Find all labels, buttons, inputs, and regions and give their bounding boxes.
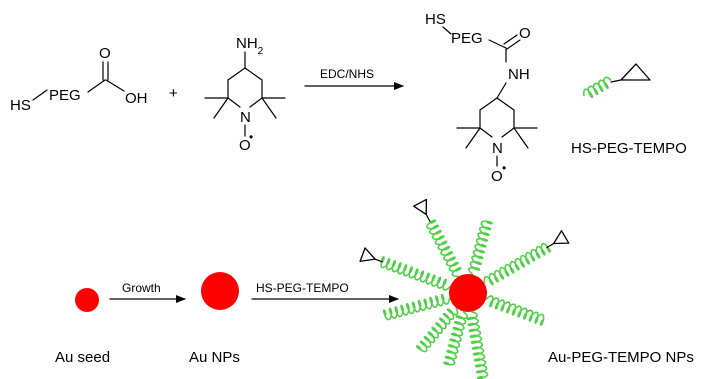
bond-double-b	[506, 39, 521, 50]
bond-line	[610, 79, 622, 83]
product-hs-peg-tempo: HS PEG O NH N O •	[425, 11, 538, 185]
reactant1-peg-label: PEG	[49, 87, 81, 104]
peg-coil-icon	[466, 310, 489, 379]
tempo-triangle-icon	[359, 247, 376, 263]
tempo-triangle-icon	[620, 63, 651, 81]
hs-peg-tempo-legend: HS-PEG-TEMPO	[571, 63, 687, 157]
reactant1-carbonyl-o: O	[99, 45, 111, 62]
methyl-bond	[465, 127, 481, 149]
au-seed-particle	[75, 288, 99, 312]
coupling-conditions: EDC/NHS	[320, 67, 374, 81]
coupling-arrow: EDC/NHS	[304, 67, 404, 90]
peg-coil-icon	[468, 220, 493, 276]
methyl-bond	[513, 127, 529, 149]
bond-line	[87, 79, 106, 93]
reactant1-hydroxyl: OH	[125, 90, 148, 107]
product-peg-label: PEG	[451, 30, 483, 47]
ring-upper	[479, 97, 515, 129]
nitroxide-o-label: O	[239, 137, 251, 154]
product-o-label: O	[491, 168, 503, 185]
legend-label: HS-PEG-TEMPO	[571, 140, 687, 157]
amino-nh-label: NH2	[236, 35, 264, 57]
au-np-particle	[201, 272, 239, 310]
methyl-bond	[261, 97, 277, 119]
au-peg-tempo-label: Au-PEG-TEMPO NPs	[548, 349, 694, 366]
tether-bond	[425, 213, 431, 223]
au-core	[449, 274, 487, 312]
product-carbonyl-o: O	[519, 25, 531, 42]
functionalization-step-label: HS-PEG-TEMPO	[256, 281, 349, 295]
au-np-label: Au NPs	[189, 349, 240, 366]
bond-line	[32, 89, 48, 101]
bond-line	[488, 39, 507, 49]
growth-step-label: Growth	[122, 281, 161, 295]
peg-coil-icon	[415, 307, 459, 353]
plus-sign: +	[169, 85, 178, 102]
peg-coil-icon	[483, 242, 551, 286]
peg-coil-icon	[380, 255, 451, 291]
peg-coil-icon	[426, 219, 462, 278]
product-hs-label: HS	[425, 11, 446, 28]
peg-coil-icon	[485, 295, 545, 326]
tempo-triangle-icon	[553, 230, 570, 245]
reactant-hs-peg-cooh: HS PEG O OH	[10, 45, 148, 114]
tether-bond	[546, 242, 555, 249]
tether-bond	[374, 258, 384, 263]
product-n-label: N	[492, 140, 503, 157]
nitroxide-n-label: N	[240, 109, 251, 126]
reactant-amino-tempo: NH2 N O •	[204, 35, 286, 154]
bond-line	[496, 82, 507, 99]
au-seed-label: Au seed	[55, 349, 110, 366]
ring-lower-left	[479, 127, 493, 138]
synthesis-row: Au seed Growth Au NPs HS-PEG-TEMPO Au-PE…	[55, 198, 694, 379]
product-radical-dot: •	[502, 161, 506, 175]
bond-line	[442, 26, 452, 35]
ring-lower-right	[249, 97, 263, 108]
peg-coil-icon	[382, 293, 451, 321]
ring-lower-left	[227, 97, 241, 108]
product-amide-nh: NH	[508, 66, 530, 83]
reactant1-hs-label: HS	[10, 97, 31, 114]
methyl-bond	[213, 97, 229, 119]
radical-dot: •	[249, 130, 253, 144]
ring-upper	[227, 67, 263, 99]
bond-double-a	[503, 34, 518, 45]
au-peg-tempo-particle	[359, 198, 570, 379]
peg-coil-icon	[583, 76, 612, 99]
ring-lower-right	[501, 127, 515, 138]
bond-line	[105, 79, 125, 92]
peg-coil-icon	[443, 310, 468, 366]
tempo-triangle-icon	[413, 198, 428, 216]
